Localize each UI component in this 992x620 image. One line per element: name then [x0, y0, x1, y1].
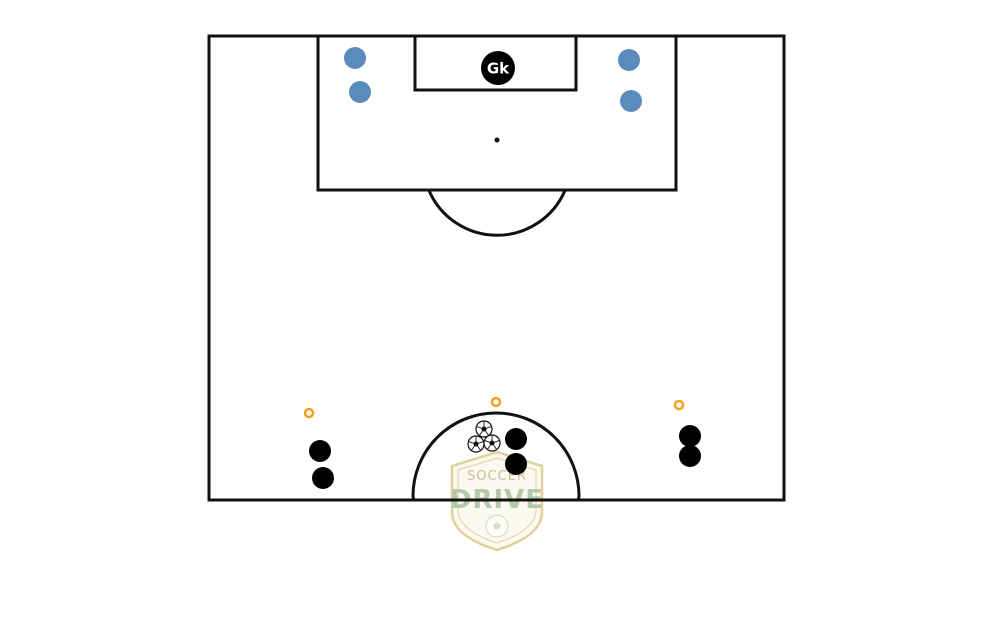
penalty-arc: [427, 189, 567, 237]
balls: [467, 420, 501, 453]
black-team: [309, 425, 701, 489]
cones: [303, 396, 685, 419]
watermark-ball-icon: [485, 514, 509, 538]
black-player: [312, 467, 334, 489]
goalkeeper-label: Gk: [487, 60, 510, 78]
black-player: [309, 440, 331, 462]
center-circle: [411, 411, 581, 501]
cone-icon: [303, 407, 315, 419]
cone-icon: [490, 396, 502, 408]
goal-area: [413, 34, 578, 92]
goalkeeper-token: [481, 51, 515, 85]
watermark-shield-inner: [457, 457, 537, 544]
blue-player: [349, 81, 371, 103]
cone-icon: [673, 399, 685, 411]
blue-player: [620, 90, 642, 112]
soccer-ball-icon: [475, 420, 493, 438]
soccer-ball-icon: [467, 435, 485, 453]
blue-player: [344, 47, 366, 69]
penalty-spot: [494, 137, 500, 143]
black-player: [679, 445, 701, 467]
black-player: [505, 428, 527, 450]
soccer-ball-icon: [483, 434, 501, 452]
goalkeeper: Gk: [481, 51, 515, 85]
blue-player: [618, 49, 640, 71]
blue-team: [344, 47, 642, 112]
black-player: [679, 425, 701, 447]
black-player: [505, 453, 527, 475]
